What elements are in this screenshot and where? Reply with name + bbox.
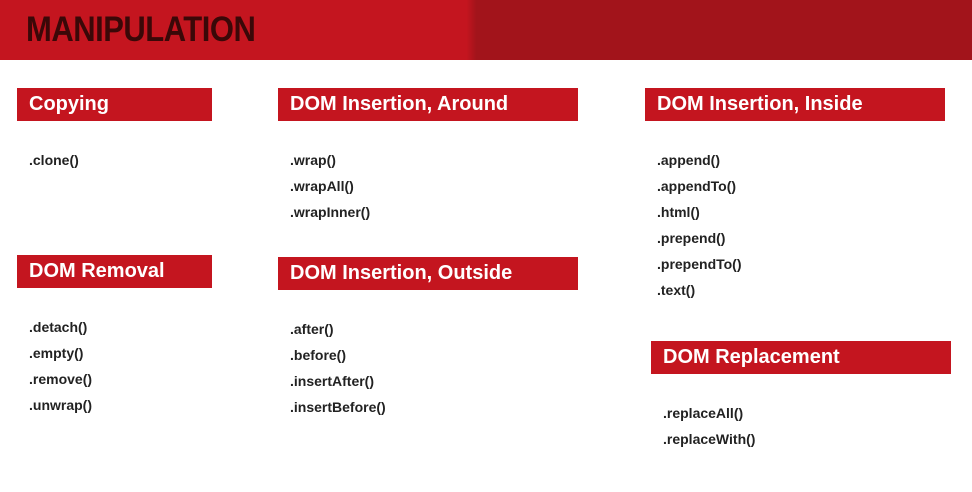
method-item[interactable]: .replaceWith() bbox=[663, 431, 756, 447]
method-item[interactable]: .before() bbox=[290, 347, 346, 363]
method-item[interactable]: .prependTo() bbox=[657, 256, 742, 272]
method-item[interactable]: .after() bbox=[290, 321, 334, 337]
header-banner: MANIPULATION bbox=[0, 0, 972, 60]
method-list-copying: .clone() bbox=[29, 147, 79, 173]
method-item[interactable]: .detach() bbox=[29, 319, 88, 335]
section-heading-copying: Copying bbox=[17, 88, 212, 121]
method-list-inside: .append() .appendTo() .html() .prepend()… bbox=[657, 147, 742, 303]
section-heading-inside: DOM Insertion, Inside bbox=[645, 88, 945, 121]
section-heading-removal: DOM Removal bbox=[17, 255, 212, 288]
method-item[interactable]: .text() bbox=[657, 282, 696, 298]
method-item[interactable]: .empty() bbox=[29, 345, 84, 361]
method-item[interactable]: .unwrap() bbox=[29, 397, 92, 413]
method-item[interactable]: .prepend() bbox=[657, 230, 726, 246]
method-item[interactable]: .append() bbox=[657, 152, 720, 168]
method-item[interactable]: .insertAfter() bbox=[290, 373, 375, 389]
section-heading-replacement: DOM Replacement bbox=[651, 341, 951, 374]
method-item[interactable]: .wrapAll() bbox=[290, 178, 354, 194]
method-list-around: .wrap() .wrapAll() .wrapInner() bbox=[290, 147, 370, 225]
method-item[interactable]: .insertBefore() bbox=[290, 399, 386, 415]
method-item[interactable]: .remove() bbox=[29, 371, 93, 387]
method-list-replacement: .replaceAll() .replaceWith() bbox=[663, 400, 755, 452]
method-item[interactable]: .clone() bbox=[29, 152, 79, 168]
method-list-removal: .detach() .empty() .remove() .unwrap() bbox=[29, 314, 92, 418]
section-heading-outside: DOM Insertion, Outside bbox=[278, 257, 578, 290]
section-heading-around: DOM Insertion, Around bbox=[278, 88, 578, 121]
method-item[interactable]: .wrapInner() bbox=[290, 204, 371, 220]
method-list-outside: .after() .before() .insertAfter() .inser… bbox=[290, 316, 386, 420]
method-item[interactable]: .html() bbox=[657, 204, 700, 220]
method-item[interactable]: .replaceAll() bbox=[663, 405, 744, 421]
method-item[interactable]: .appendTo() bbox=[657, 178, 737, 194]
page-title: MANIPULATION bbox=[26, 9, 256, 50]
method-item[interactable]: .wrap() bbox=[290, 152, 336, 168]
